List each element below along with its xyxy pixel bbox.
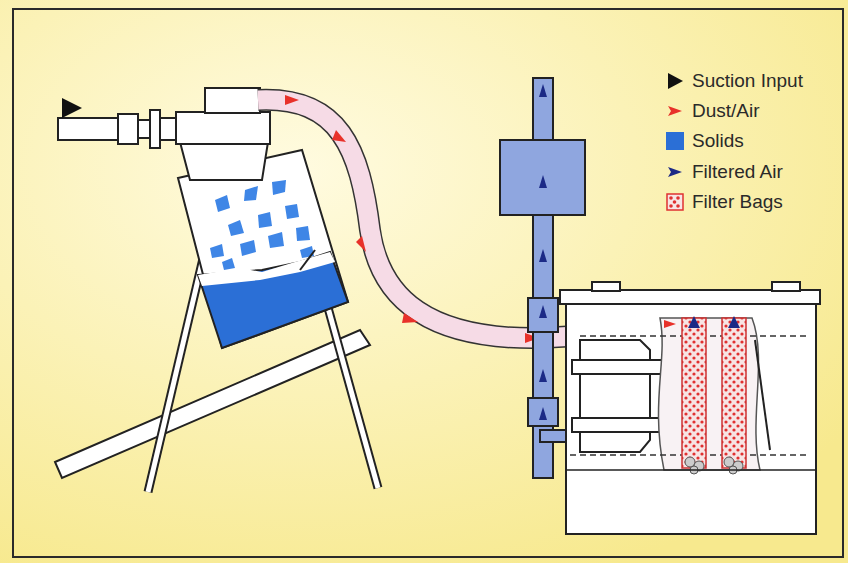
legend-row: Dust/Air [666,100,760,122]
legend-row: Filter Bags [666,191,783,213]
legend-swatch [666,102,684,120]
legend-swatch [666,163,684,181]
legend-swatch [666,193,684,211]
legend-swatch [666,72,684,90]
legend-row: Suction Input [666,70,803,92]
legend-row: Solids [666,130,744,152]
legend-text: Suction Input [692,70,803,92]
legend-swatch [666,132,684,150]
legend-text: Dust/Air [692,100,760,122]
legend-row: Filtered Air [666,161,783,183]
legend-text: Solids [692,130,744,152]
legend-text: Filtered Air [692,161,783,183]
legend-text: Filter Bags [692,191,783,213]
